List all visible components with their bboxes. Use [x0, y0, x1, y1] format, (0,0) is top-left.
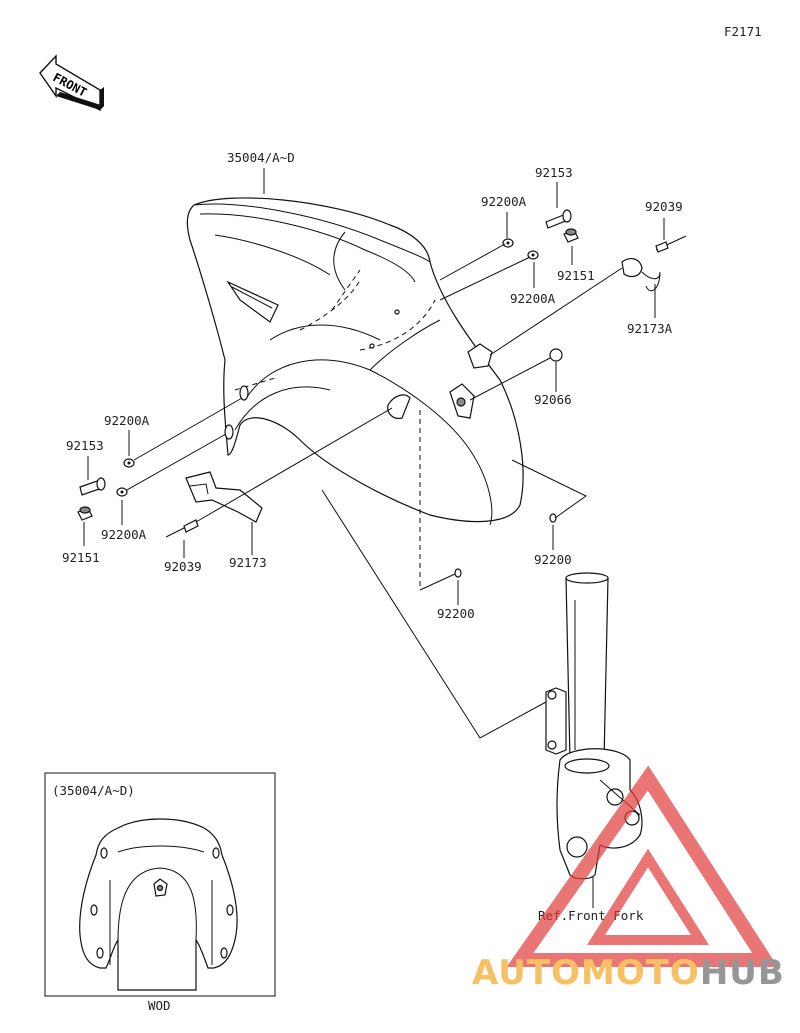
automotohub-watermark: AUTOMOTOHUB: [472, 765, 785, 993]
label-screw-left: 92151: [62, 550, 100, 565]
label-bolt-left: 92153: [66, 438, 104, 453]
leader-lines: [83, 168, 665, 908]
figure-code: F2171: [724, 24, 762, 39]
watermark-moto: MOTO: [581, 953, 700, 993]
screw-92151-top: [563, 228, 579, 243]
nut-92200-right: [549, 513, 557, 523]
bolt-92153-top: [545, 209, 572, 229]
watermark-hub: HUB: [700, 953, 785, 993]
rivet-92039-left: [165, 519, 199, 538]
label-clip-right: 92173A: [627, 321, 673, 336]
label-clip-left: 92173: [229, 555, 267, 570]
nut-92200-bottom: [454, 568, 462, 578]
label-bolt-top: 92153: [535, 165, 573, 180]
svg-text:AUTOMOTOHUB: AUTOMOTOHUB: [472, 953, 785, 993]
front-arrow-icon: FRONT: [39, 54, 104, 112]
label-rivet-left: 92039: [164, 559, 202, 574]
inset-caption: WOD: [148, 998, 171, 1013]
clip-92173a-right: [621, 258, 661, 292]
front-fork: [545, 572, 643, 880]
label-washer-left-2: 92200A: [101, 527, 147, 542]
label-washer-left-1: 92200A: [104, 413, 150, 428]
label-rivet-right: 92039: [645, 199, 683, 214]
cap-92066: [549, 348, 563, 362]
inset-fender-front-view: [79, 818, 238, 991]
label-washer-top-2: 92200A: [510, 291, 556, 306]
watermark-auto: AUTO: [472, 953, 581, 993]
screw-92151-left: [77, 506, 93, 521]
washer-92200a-top-2: [527, 250, 539, 260]
inset-title: (35004/A~D): [52, 783, 135, 798]
label-screw-top: 92151: [557, 268, 595, 283]
rivet-92039-right: [655, 235, 687, 253]
label-nut-right: 92200: [534, 552, 572, 567]
front-fender: [186, 197, 524, 590]
label-cap: 92066: [534, 392, 572, 407]
label-washer-top-1: 92200A: [481, 194, 527, 209]
inset-box: (35004/A~D): [44, 772, 276, 997]
clip-92173-left: [185, 471, 263, 523]
washer-92200a-top-1: [502, 238, 514, 248]
label-nut-bottom: 92200: [437, 606, 475, 621]
bolt-92153-left: [79, 477, 106, 496]
label-fender: 35004/A~D: [227, 150, 295, 165]
washer-92200a-left-1: [123, 458, 135, 468]
triangle-logo-icon: [506, 765, 778, 967]
washer-92200a-left-2: [116, 487, 128, 497]
